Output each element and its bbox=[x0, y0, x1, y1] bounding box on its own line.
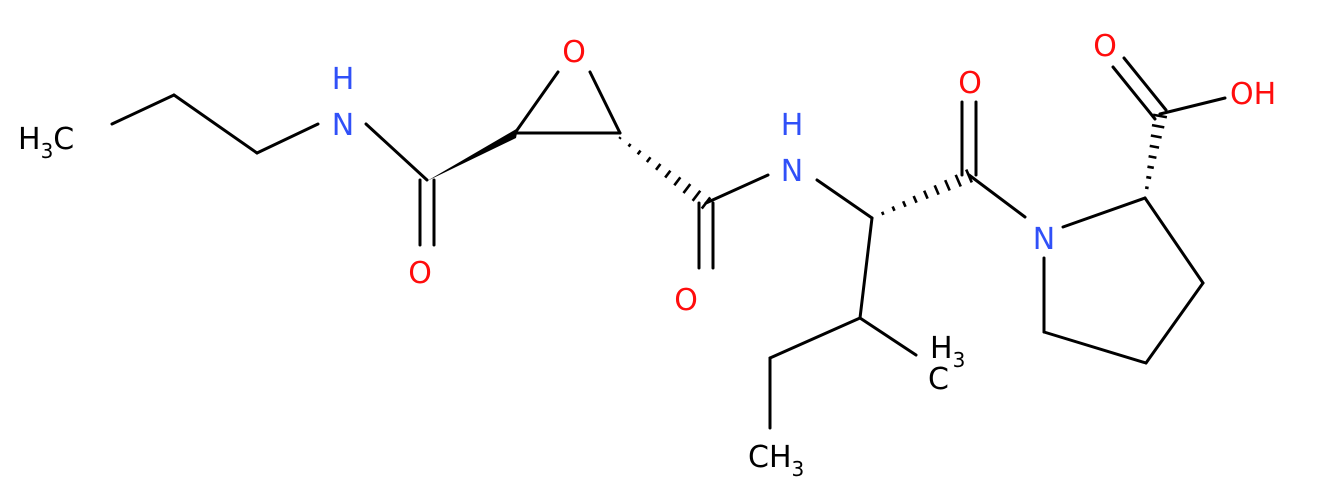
bond-c3-n1 bbox=[255, 122, 320, 155]
hash-stroke bbox=[1147, 165, 1155, 170]
bond-cacid-o4-b bbox=[1111, 65, 1157, 121]
bond-cb2-cg2 bbox=[1144, 281, 1205, 365]
bond-c5-oep bbox=[513, 70, 560, 135]
hash-stroke bbox=[1144, 186, 1149, 190]
bond-ch3-c2 bbox=[110, 93, 176, 126]
bond-cacid-oh bbox=[1158, 96, 1227, 116]
hash-stroke bbox=[1146, 175, 1152, 180]
hash-stroke bbox=[1152, 113, 1168, 119]
bond-c6-oep bbox=[588, 70, 622, 135]
hash-stroke bbox=[880, 211, 885, 216]
bond-calpha-cb2 bbox=[1143, 196, 1205, 285]
atom-label-ch3-propyl: H3C bbox=[18, 122, 74, 163]
bond-cg2-cd2 bbox=[1042, 330, 1148, 365]
bond-n2-ca bbox=[815, 178, 874, 220]
atom-label-n-amide2: N bbox=[781, 154, 803, 189]
atom-label-o-amide3: O bbox=[958, 66, 982, 101]
stereo-bonds bbox=[427, 113, 1168, 220]
hash-stroke bbox=[636, 149, 642, 156]
hash-stroke bbox=[943, 179, 951, 192]
hash-stroke bbox=[933, 184, 940, 196]
bond-c9-npro bbox=[967, 173, 1027, 219]
atom-label-h-amide2: H bbox=[781, 108, 804, 143]
atom-label-o-epoxide: O bbox=[562, 35, 586, 70]
hashed-wedge-c6-c7 bbox=[618, 136, 712, 210]
hash-stroke bbox=[1150, 134, 1162, 139]
hash-stroke bbox=[891, 206, 896, 212]
bond-ca-cb bbox=[858, 216, 874, 320]
hash-stroke bbox=[1151, 123, 1165, 129]
hashed-wedge-ca-c9 bbox=[870, 169, 973, 220]
bond-c2-c3 bbox=[172, 93, 259, 155]
atom-label-n-amide1: N bbox=[332, 108, 354, 143]
hash-stroke bbox=[700, 196, 712, 210]
hash-stroke bbox=[954, 174, 962, 187]
hash-stroke bbox=[965, 169, 973, 183]
atom-label-ch3-ethyl: CH3 bbox=[748, 440, 804, 481]
atom-label-n-pyrrolidine: N bbox=[1033, 222, 1055, 257]
atom-label-o-amide2: O bbox=[674, 283, 698, 318]
hash-stroke bbox=[664, 169, 672, 179]
bond-n1-c4 bbox=[364, 122, 429, 182]
hash-stroke bbox=[901, 200, 907, 208]
hash-stroke bbox=[618, 136, 622, 140]
hash-stroke bbox=[691, 189, 702, 202]
atom-label-o-acid-carbonyl: O bbox=[1093, 29, 1117, 64]
bond-npro-calpha bbox=[1061, 196, 1147, 229]
hash-stroke bbox=[673, 176, 682, 187]
hash-stroke bbox=[682, 183, 692, 194]
atom-label-o-amide1: O bbox=[408, 256, 432, 291]
hash-stroke bbox=[627, 143, 632, 148]
bond-cacid-o4-a bbox=[1122, 56, 1168, 112]
hash-stroke bbox=[1148, 155, 1157, 159]
atom-label-h-amide1: H bbox=[332, 62, 355, 97]
hash-stroke bbox=[922, 190, 929, 200]
hashed-wedge-calpha-cacid bbox=[1143, 113, 1168, 200]
hash-stroke bbox=[645, 156, 652, 163]
atom-label-oh-acid: OH bbox=[1230, 77, 1276, 112]
hash-stroke bbox=[1149, 144, 1160, 149]
hash-stroke bbox=[912, 195, 918, 204]
bond-cb-cg bbox=[768, 316, 862, 360]
bond-cb-cmethyl bbox=[858, 316, 918, 357]
hash-stroke bbox=[870, 216, 874, 220]
bond-c7-n2 bbox=[704, 173, 770, 205]
bonds bbox=[110, 56, 1227, 430]
wedge-bond-c5-c4 bbox=[427, 128, 518, 181]
hash-stroke bbox=[654, 163, 662, 171]
